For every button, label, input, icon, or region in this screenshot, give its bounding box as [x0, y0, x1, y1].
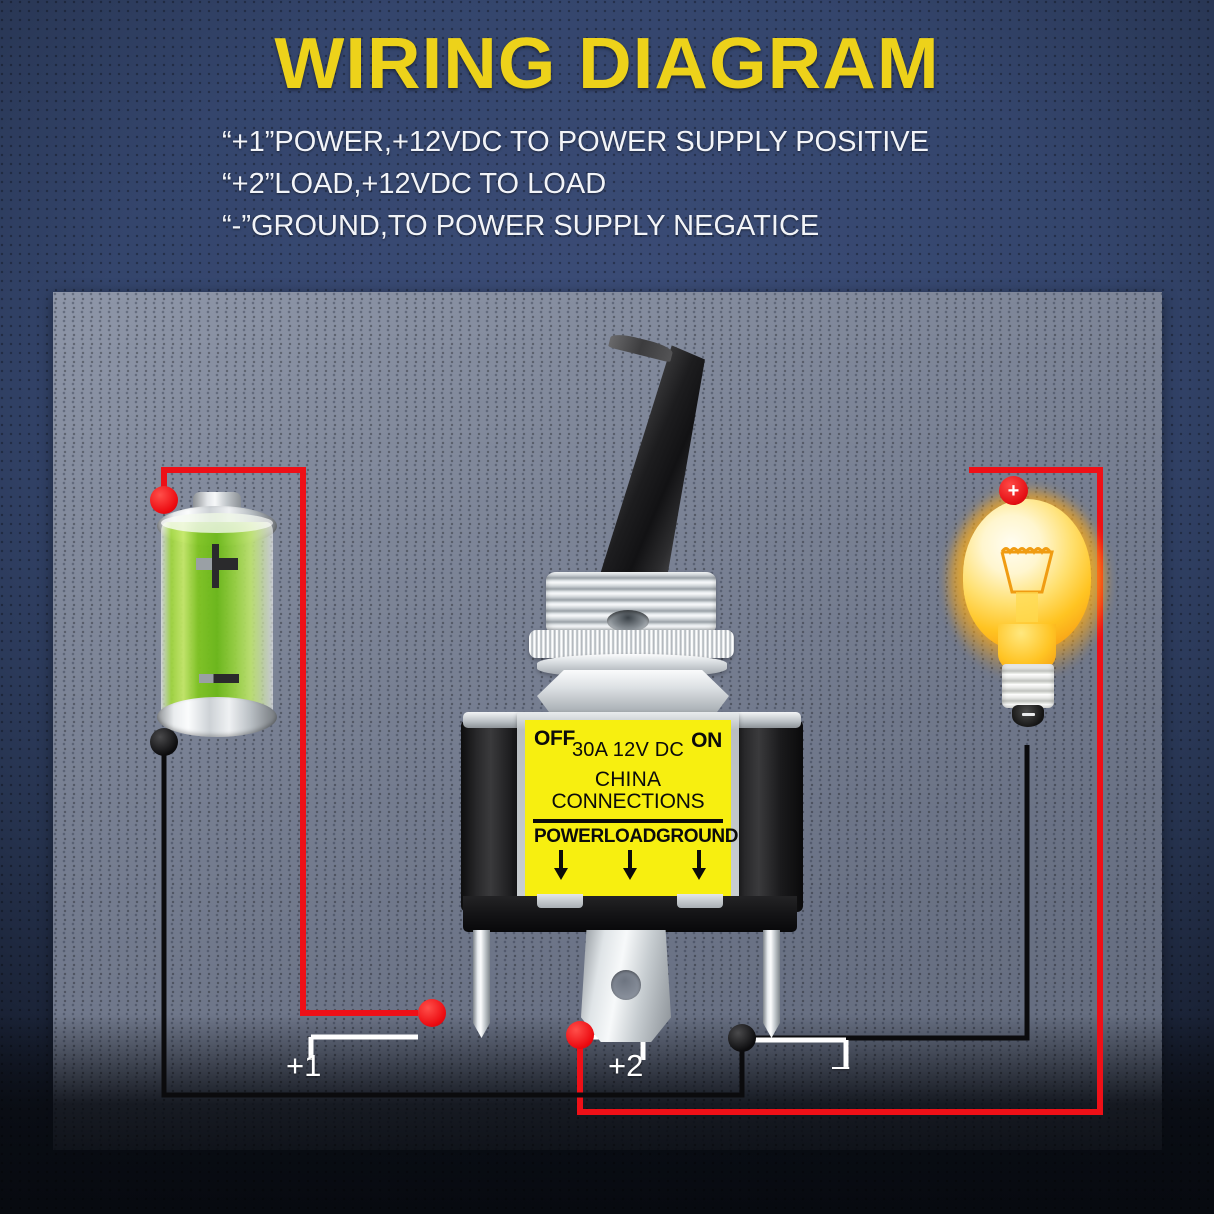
switch-label: OFF 30A 12V DC ON CHINA CONNECTIONS POWE… [525, 720, 738, 896]
switch-body-left-cap [463, 712, 533, 728]
switch-body-right-cap [731, 712, 801, 728]
filament-icon [1000, 547, 1054, 622]
switch-label-connections: CONNECTIONS [551, 790, 705, 813]
legend-text-block: “+1”POWER,+12VDC TO POWER SUPPLY POSITIV… [0, 121, 1214, 247]
battery [157, 492, 277, 742]
switch-base [463, 896, 797, 932]
diagram-parts: + OFF [53, 292, 1162, 1150]
legend-line-ground: “-”GROUND,TO POWER SUPPLY NEGATICE [222, 210, 820, 242]
battery-positive-terminal-dot[interactable] [150, 486, 178, 514]
switch-label-arrows [532, 848, 724, 880]
bulb-plus-glyph: + [1007, 479, 1020, 502]
switch-label-on: ON [691, 729, 722, 752]
red-wire-battery-to-power [161, 467, 418, 1016]
switch-label-off: OFF [534, 727, 576, 750]
switch-label-ground: GROUND [656, 826, 739, 847]
switch-base-notch-right [677, 894, 723, 908]
down-arrow-icon-power [554, 850, 568, 880]
wiring-paths [161, 467, 1103, 1115]
diagram-panel: + OFF [53, 292, 1162, 1150]
battery-bottom-cap [157, 697, 277, 737]
down-arrow-icon-ground [692, 850, 706, 880]
black-wire-battery-to-ground [161, 742, 745, 1098]
switch-label-divider [533, 819, 723, 823]
switch-label-load: LOAD [603, 826, 657, 847]
switch-label-row-top: OFF 30A 12V DC ON [532, 726, 724, 761]
battery-plus-icon-bar [196, 558, 238, 570]
switch-lever[interactable] [594, 341, 723, 599]
switch-label-terminal-names: POWER LOAD GROUND [532, 823, 738, 848]
battery-minus-icon [199, 674, 239, 683]
switch-lever-tip [608, 331, 674, 363]
bulb-neck [998, 624, 1056, 670]
load-terminal-dot[interactable] [566, 1021, 594, 1049]
switch-label-power: POWER [534, 826, 604, 847]
switch-base-notch-left [537, 894, 583, 908]
switch-terminal-pin-ground[interactable] [763, 930, 780, 1038]
switch-bushing-hole [607, 610, 649, 632]
terminal-label-load: +2 [608, 1048, 644, 1083]
power-terminal-dot[interactable] [418, 999, 446, 1027]
switch-terminal-hole [611, 970, 641, 1000]
terminal-label-power: +1 [286, 1048, 322, 1083]
switch-label-origin: CHINA [594, 768, 662, 791]
header: WIRING DIAGRAM “+1”POWER,+12VDC TO POWER… [0, 0, 1214, 292]
switch-body-right [729, 712, 803, 912]
light-bulb: + [946, 476, 1108, 752]
bulb-minus-icon [1022, 713, 1035, 716]
page-title: WIRING DIAGRAM [274, 24, 940, 104]
terminal-label-ground: – [832, 1048, 850, 1083]
bulb-contact-tip [1012, 705, 1044, 727]
switch-terminal-pin-power[interactable] [473, 930, 490, 1038]
battery-negative-terminal-dot[interactable] [150, 728, 178, 756]
bulb-screw-base [1002, 664, 1054, 708]
switch-knurled-ring [529, 630, 734, 658]
ground-terminal-dot[interactable] [728, 1024, 756, 1052]
bulb-positive-terminal-dot[interactable]: + [999, 476, 1028, 505]
switch-label-rating: 30A 12V DC [571, 739, 685, 761]
down-arrow-icon-load [623, 850, 637, 880]
red-wire-load-to-bulb [577, 467, 1103, 1115]
legend-line-load: “+2”LOAD,+12VDC TO LOAD [222, 168, 607, 200]
legend-line-power: “+1”POWER,+12VDC TO POWER SUPPLY POSITIV… [222, 126, 929, 158]
toggle-switch: OFF 30A 12V DC ON CHINA CONNECTIONS POWE… [441, 331, 821, 1052]
